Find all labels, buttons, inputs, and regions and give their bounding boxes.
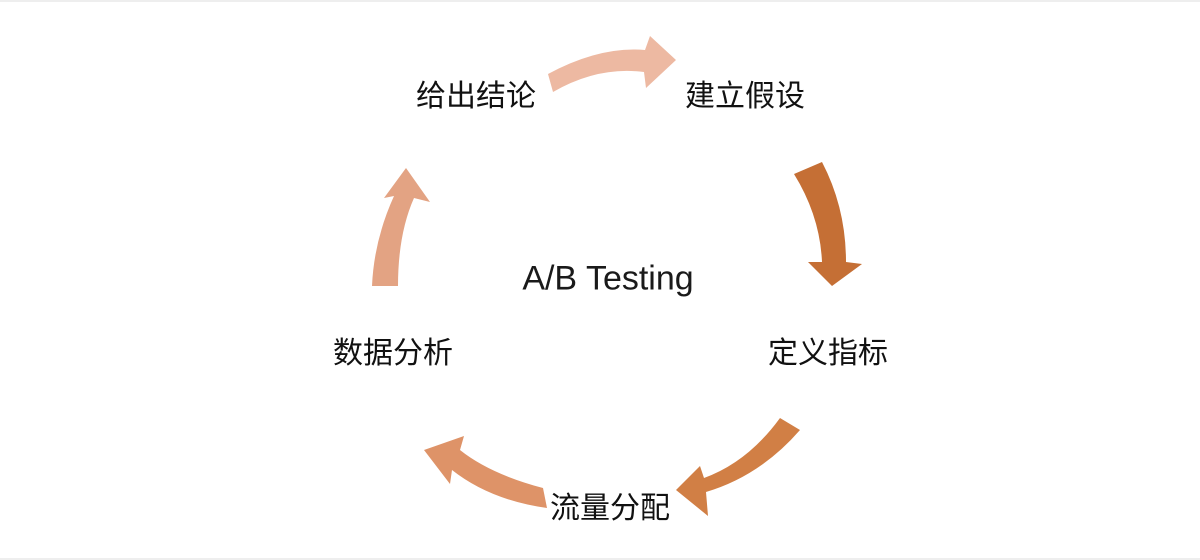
arrow-hypothesis-to-metrics [794,162,862,286]
step-label-hypothesis: 建立假设 [685,79,805,114]
top-divider [0,0,1200,2]
arrow-metrics-to-traffic [676,418,800,516]
center-title: A/B Testing [522,259,694,298]
step-label-analysis: 数据分析 [333,336,453,371]
arrow-conclusion-to-hypothesis [548,36,676,92]
step-label-traffic: 流量分配 [550,491,670,526]
arrow-traffic-to-analysis [424,436,547,508]
arrow-analysis-to-conclusion [372,168,430,286]
step-label-conclusion: 给出结论 [416,79,536,114]
step-label-metrics: 定义指标 [768,336,888,371]
bottom-divider [0,558,1200,560]
